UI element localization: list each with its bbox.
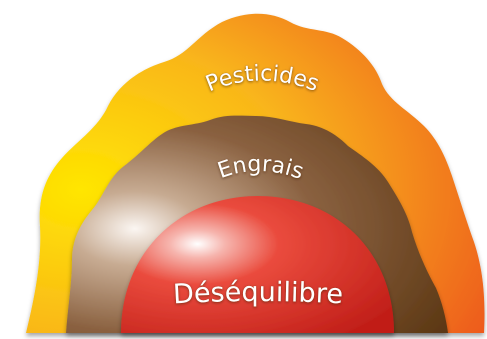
desequilibre-label: Déséquilibre (172, 277, 344, 310)
core-dome-shape (121, 196, 394, 333)
